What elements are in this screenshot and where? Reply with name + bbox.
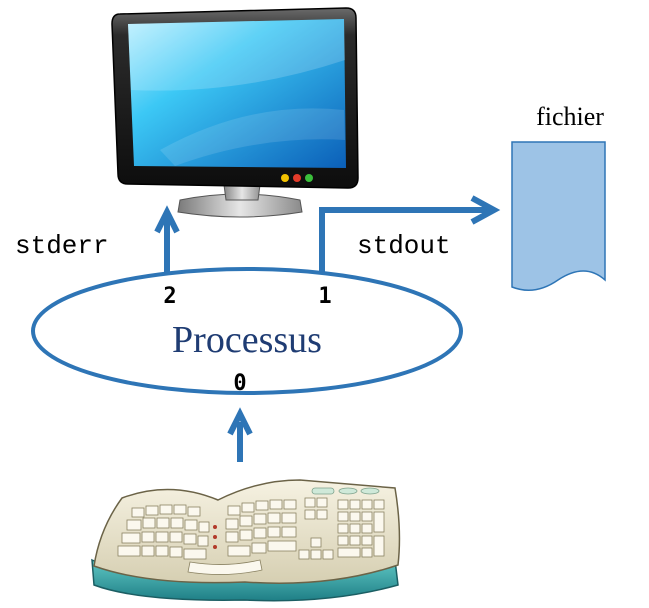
stdout-arrow bbox=[319, 195, 501, 272]
process-label: Processus bbox=[172, 319, 322, 361]
fd-stderr-number: 2 bbox=[163, 284, 176, 309]
stderr-label: stderr bbox=[15, 231, 109, 261]
power-light-icon bbox=[305, 174, 313, 182]
process-ellipse bbox=[31, 267, 463, 395]
fd-stdout-number: 1 bbox=[318, 284, 331, 309]
power-light-icon bbox=[281, 174, 289, 182]
file-label: fichier bbox=[536, 102, 604, 131]
power-light-icon bbox=[293, 174, 301, 182]
keyboard-icon bbox=[91, 479, 401, 602]
monitor-icon bbox=[111, 7, 359, 218]
fd-stdin-number: 0 bbox=[233, 371, 246, 396]
file-document-icon bbox=[511, 141, 606, 291]
stderr-arrow bbox=[154, 205, 180, 272]
stdout-label: stdout bbox=[357, 231, 451, 261]
stdin-arrow bbox=[227, 407, 253, 462]
